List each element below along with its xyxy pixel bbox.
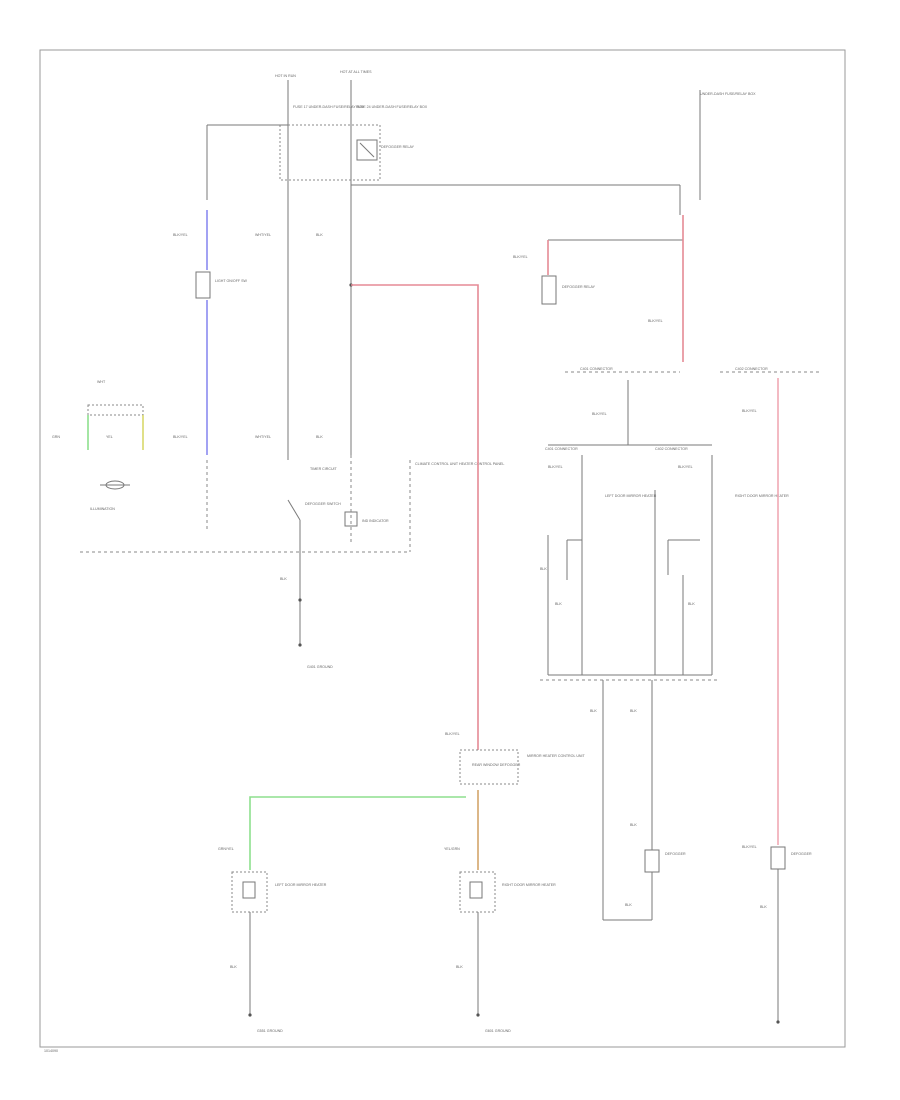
wire-label-rear-3: BLK xyxy=(630,823,637,827)
left-module-sub: BLK xyxy=(540,567,547,571)
ground-dot-right-mirror xyxy=(476,1013,480,1017)
wire-label-orange: YEL/GRN xyxy=(444,847,460,851)
defogger-switch-blade xyxy=(287,499,301,521)
wire-label-center-2: WHT/YEL xyxy=(255,435,271,439)
ground-label-bottom-left: G551 GROUND xyxy=(257,1029,283,1033)
wire-label-green: GRN/YEL xyxy=(218,847,234,851)
right-module-label: RIGHT DOOR MIRROR HEATER xyxy=(735,494,789,498)
far-right-defogger-label: DEFOGGER xyxy=(791,852,812,856)
illumination-box xyxy=(87,404,144,416)
climate-note: CLIMATE CONTROL UNIT HEATER CONTROL PANE… xyxy=(415,462,504,466)
wire-label-pink-1: BLK/YEL xyxy=(445,732,460,736)
light-switch-label: LIGHT ON/OFF SW xyxy=(215,279,247,283)
feed-label-left: HOT IN RUN xyxy=(275,74,296,78)
wire-label-ground-1: BLK xyxy=(280,577,287,581)
wire-label-center-4: BLK xyxy=(316,435,323,439)
right-mirror-heater-icon xyxy=(469,881,483,899)
wire-green-mirror xyxy=(249,796,466,870)
connector-a-label: C401 CONNECTOR xyxy=(545,447,578,451)
connector-b-label: C402 CONNECTOR xyxy=(655,447,688,451)
wire-pink-main xyxy=(351,284,479,750)
right-mirror-label: RIGHT DOOR MIRROR HEATER xyxy=(502,883,556,887)
wire-label-far-right-2: BLK/YEL xyxy=(742,845,757,849)
wire-label-right-mirror: BLK xyxy=(456,965,463,969)
wire-label-right-module: BLK/YEL xyxy=(678,465,693,469)
footer-code: 1014090 xyxy=(44,1049,58,1053)
right-module-wire: BLK xyxy=(688,602,695,606)
relay-coil xyxy=(359,142,375,158)
illumination-label: ILLUMINATION xyxy=(90,507,115,511)
left-module-wire: BLK xyxy=(555,602,562,606)
wire-label-right-1: BLK/YEL xyxy=(513,255,528,259)
feed-label-mid: HOT AT ALL TIMES xyxy=(340,70,372,74)
wire-label-blue-2: BLK/YEL xyxy=(173,435,188,439)
ground-label-bottom-mid: G601 GROUND xyxy=(485,1029,511,1033)
ground-dot-center xyxy=(298,598,302,602)
wire-label-rear-4: BLK xyxy=(625,903,632,907)
fuse-label-mid: FUSE 24 UNDER-DASH FUSE/RELAY BOX xyxy=(356,105,428,109)
rear-defogger-label: DEFOGGER xyxy=(665,852,686,856)
wire-label-far-right-1: BLK/YEL xyxy=(742,409,757,413)
indicator-label: IND INDICATOR xyxy=(362,519,389,523)
connector-left-label: C401 CONNECTOR xyxy=(580,367,613,371)
top-right-note: UNDER-DASH FUSE/RELAY BOX xyxy=(700,92,756,96)
illumination-wire-right: YEL xyxy=(106,435,113,439)
wire-label-right-2: BLK/YEL xyxy=(648,319,663,323)
wire-label-branch: BLK/YEL xyxy=(592,412,607,416)
ground-dot-far-right xyxy=(776,1020,780,1024)
wire-label-rear-1: BLK xyxy=(590,709,597,713)
ground-label-left: G401 GROUND xyxy=(307,665,333,669)
defogger-relay-right-label: DEFOGGER RELAY xyxy=(562,285,596,289)
defogger-relay-right-symbol xyxy=(541,275,557,305)
wire-label-rear-2: BLK xyxy=(630,709,637,713)
fuse-box-outline xyxy=(279,124,381,181)
left-mirror-heater-icon xyxy=(242,881,256,899)
fuse-label-left: FUSE 17 UNDER-DASH FUSE/RELAY BOX xyxy=(293,105,365,109)
wire-label-left-mirror: BLK xyxy=(230,965,237,969)
wire-label-center-3: BLK xyxy=(316,233,323,237)
wire-label-far-right-3: BLK xyxy=(760,905,767,909)
left-module-label: LEFT DOOR MIRROR HEATER xyxy=(605,494,657,498)
connector-right-label: C402 CONNECTOR xyxy=(735,367,768,371)
illumination-wire-left: GRN xyxy=(52,435,60,439)
diagram-frame xyxy=(39,49,846,1048)
mirror-control-inner-label: REAR WINDOW DEFOGGER xyxy=(472,763,521,767)
wire-label-blue-1: BLK/YEL xyxy=(173,233,188,237)
far-right-defogger-symbol xyxy=(770,846,786,870)
wire-label-left-module: BLK/YEL xyxy=(548,465,563,469)
rear-defogger-symbol xyxy=(644,849,660,873)
ground-dot-left-mirror xyxy=(248,1013,252,1017)
ground-dot-center-2 xyxy=(298,643,302,647)
mirror-control-label: MIRROR HEATER CONTROL UNIT xyxy=(527,754,586,758)
left-mirror-label: LEFT DOOR MIRROR HEATER xyxy=(275,883,327,887)
timer-circuit-label: TIMER CIRCUIT xyxy=(310,467,338,471)
defogger-switch-label: DEFOGGER SWITCH xyxy=(305,502,341,506)
light-switch-symbol xyxy=(195,271,211,299)
relay-label: DEFOGGER RELAY xyxy=(381,145,415,149)
wire-label-center-1: WHT/YEL xyxy=(255,233,271,237)
mirror-control-unit xyxy=(459,749,519,785)
illumination-top-label: WHT xyxy=(97,380,106,384)
